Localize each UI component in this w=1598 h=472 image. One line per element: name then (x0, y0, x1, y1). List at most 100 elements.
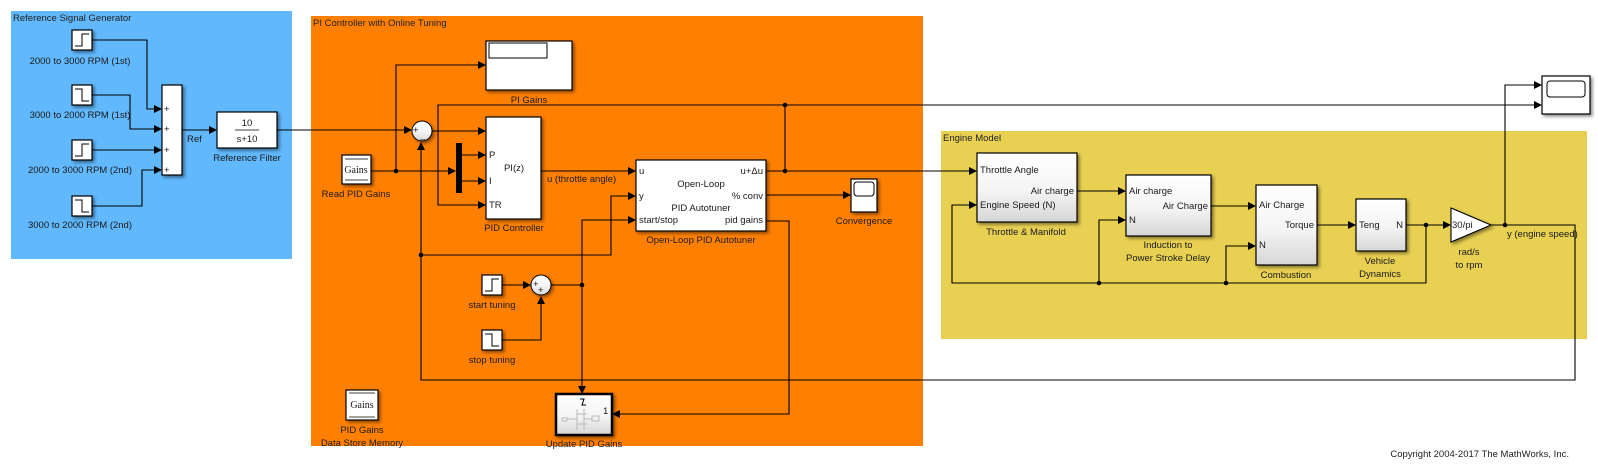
port-pid-gains: pid gains (725, 215, 763, 226)
port-air-charge-out: Air Charge (1163, 201, 1208, 212)
step-label: 3000 to 2000 RPM (2nd) (28, 220, 132, 231)
port-y: y (639, 191, 644, 202)
engine-area-title: Engine Model (943, 133, 1001, 144)
reference-filter-block[interactable]: 10 s+10 Reference Filter (213, 111, 281, 164)
step-block-2[interactable]: 3000 to 2000 RPM (1st) (30, 84, 131, 121)
wire-y-to-scope[interactable] (1504, 81, 1542, 225)
autotuner-text-1: Open-Loop (677, 179, 725, 190)
controller-area (311, 16, 923, 446)
wire-n-combustion[interactable] (1225, 242, 1256, 283)
controller-area-title: PI Controller with Online Tuning (313, 18, 447, 29)
port-n-out: N (1396, 220, 1403, 231)
wire-start-stop[interactable] (551, 216, 636, 286)
wire-engine-speed-loop[interactable] (951, 201, 1427, 284)
filter-numerator: 10 (242, 118, 253, 129)
start-tuning-step[interactable]: start tuning (469, 274, 516, 311)
reference-area-title: Reference Signal Generator (13, 13, 131, 24)
sum-sign: + (164, 104, 170, 115)
pi-gains-display[interactable]: PI Gains (485, 40, 573, 106)
port-torque: Torque (1285, 220, 1314, 231)
convergence-label: Convergence (836, 216, 893, 227)
update-label: Update PID Gains (546, 439, 623, 450)
display-field (488, 42, 548, 59)
u-signal-label: u (throttle angle) (547, 174, 616, 185)
step-up-icon (75, 33, 89, 47)
sum-minus-sign: _ (419, 130, 426, 141)
vehicle-label-2: Dynamics (1359, 269, 1401, 280)
autotuner-label: Open-Loop PID Autotuner (646, 235, 755, 246)
convergence-scope[interactable]: Convergence (836, 178, 893, 227)
step-label: 2000 to 3000 RPM (1st) (30, 56, 131, 67)
sum-sign: + (164, 124, 170, 135)
wire-step2[interactable] (92, 94, 162, 133)
tuning-sum-block[interactable]: + + (530, 274, 552, 296)
sum-plus-sign: + (533, 279, 539, 290)
mux-block[interactable] (456, 143, 462, 193)
filter-label: Reference Filter (213, 153, 281, 164)
pid-controller-block[interactable]: P I TR PI(z) PID Controller (484, 116, 544, 234)
induction-label-2: Power Stroke Delay (1126, 253, 1210, 264)
sum-plus-sign: + (413, 125, 419, 136)
data-store-label-1: PID Gains (340, 425, 384, 436)
wire-pid-gains[interactable] (612, 220, 790, 418)
signal-lines (92, 39, 1576, 418)
port-i: I (489, 176, 492, 187)
scope-icon (1546, 80, 1586, 98)
stop-tuning-step[interactable]: stop tuning (469, 329, 515, 366)
rpm-gain-block[interactable]: 30/pi rad/s to rpm (1450, 207, 1493, 271)
step-label: 3000 to 2000 RPM (1st) (30, 110, 131, 121)
gain-label-1: rad/s (1458, 247, 1479, 258)
port-start-stop: start/stop (639, 215, 678, 226)
pid-controller-label: PID Controller (484, 223, 544, 234)
error-sum-block[interactable]: + _ (411, 120, 433, 142)
step-up-icon (75, 143, 89, 157)
autotuner-text-2: PID Autotuner (671, 203, 730, 214)
throttle-label: Throttle & Manifold (986, 227, 1066, 238)
port-p: P (489, 150, 495, 161)
wire-stop-tuning[interactable] (502, 296, 545, 341)
update-pid-gains-block[interactable]: 1 Update PID Gains (546, 392, 623, 450)
throttle-manifold-block[interactable]: Throttle Angle Engine Speed (N) Air char… (976, 152, 1078, 238)
wire-feedback-loop[interactable] (417, 142, 1576, 381)
port-engine-speed: Engine Speed (N) (980, 200, 1056, 211)
data-store-text: Gains (350, 400, 373, 411)
wire-step4[interactable] (92, 166, 162, 207)
pid-gains-data-store[interactable]: Gains PID Gains Data Store Memory (321, 389, 404, 449)
update-port-label: 1 (603, 406, 608, 417)
data-store-label-2: Data Store Memory (321, 438, 404, 449)
filter-denominator: s+10 (237, 134, 258, 145)
port-throttle-angle: Throttle Angle (980, 165, 1039, 176)
vehicle-label-1: Vehicle (1365, 256, 1396, 267)
wire-y-to-autotuner[interactable] (421, 192, 636, 256)
port-teng: Teng (1359, 220, 1380, 231)
port-u-plus-du: u+Δu (741, 166, 763, 177)
stop-tuning-label: stop tuning (469, 355, 515, 366)
output-scope[interactable] (1541, 75, 1591, 115)
wire-n-induction[interactable] (1098, 216, 1126, 283)
wire-step1[interactable] (92, 39, 162, 113)
induction-label-1: Induction to (1143, 240, 1192, 251)
induction-block[interactable]: Air charge N Air Charge Induction to Pow… (1125, 174, 1212, 264)
port-air-charge-in: Air charge (1129, 186, 1172, 197)
step-block-4[interactable]: 3000 to 2000 RPM (2nd) (28, 195, 132, 231)
y-signal-label: y (engine speed) (1507, 229, 1578, 240)
trigger-icon (580, 398, 586, 406)
step-block-1[interactable]: 2000 to 3000 RPM (1st) (30, 29, 131, 67)
port-air-charge-in: Air Charge (1259, 200, 1304, 211)
vehicle-dynamics-block[interactable]: Teng N Vehicle Dynamics (1355, 198, 1407, 280)
wire-tracking[interactable] (437, 104, 785, 209)
step-down-icon (75, 199, 89, 213)
wire-gains-to-display[interactable] (395, 61, 486, 171)
port-tr: TR (489, 200, 502, 211)
port-n: N (1129, 215, 1136, 226)
autotuner-block[interactable]: u y start/stop u+Δu % conv pid gains Ope… (635, 159, 767, 246)
combustion-block[interactable]: Air Charge N Torque Combustion (1255, 184, 1318, 281)
scope-icon (853, 181, 875, 197)
port-u: u (639, 166, 644, 177)
step-block-3[interactable]: 2000 to 3000 RPM (2nd) (28, 139, 132, 176)
sum-sign: + (164, 165, 170, 176)
reference-sum-block[interactable]: + + + + (161, 84, 183, 176)
read-pid-gains-block[interactable]: Gains Read PID Gains (322, 154, 391, 200)
copyright-notice: Copyright 2004-2017 The MathWorks, Inc. (1390, 449, 1569, 460)
